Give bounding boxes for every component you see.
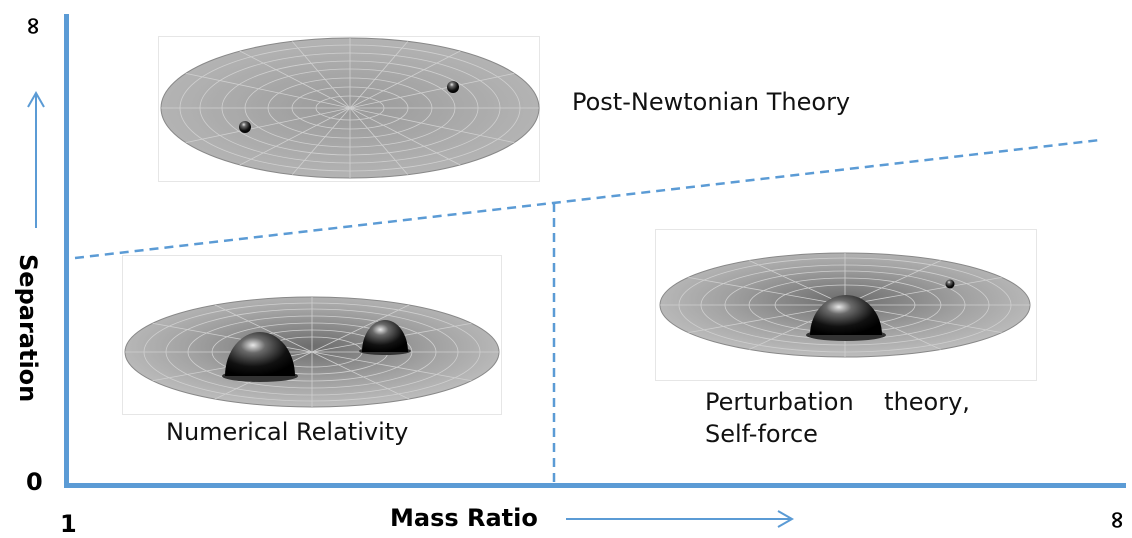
y-axis-title: Separation [14, 254, 42, 403]
perturbation-label-line1: Perturbation theory, [705, 388, 970, 416]
x-axis-infinity-label: ∞ [1104, 510, 1132, 530]
numerical-relativity-label: Numerical Relativity [166, 418, 409, 446]
spacetime-disk-icon [160, 37, 540, 179]
spacetime-disk-icon [659, 252, 1031, 358]
post-newtonian-label: Post-Newtonian Theory [572, 88, 851, 116]
pn-boundary-line [74, 138, 1101, 260]
spacetime-disk-icon [124, 296, 500, 408]
y-arrow-icon [27, 90, 45, 228]
perturbation-illustration [655, 229, 1037, 381]
y-axis [64, 14, 69, 488]
x-axis [64, 483, 1126, 488]
y-axis-zero-label: 0 [26, 468, 43, 496]
perturbation-label-line2: Self-force [705, 420, 818, 448]
x-arrow-icon [566, 510, 795, 528]
post-newtonian-illustration [158, 36, 540, 182]
numerical-relativity-illustration [122, 255, 502, 415]
y-axis-top-label: ∞ [20, 16, 48, 36]
x-axis-title: Mass Ratio [390, 504, 538, 532]
x-axis-one-label: 1 [60, 510, 77, 538]
